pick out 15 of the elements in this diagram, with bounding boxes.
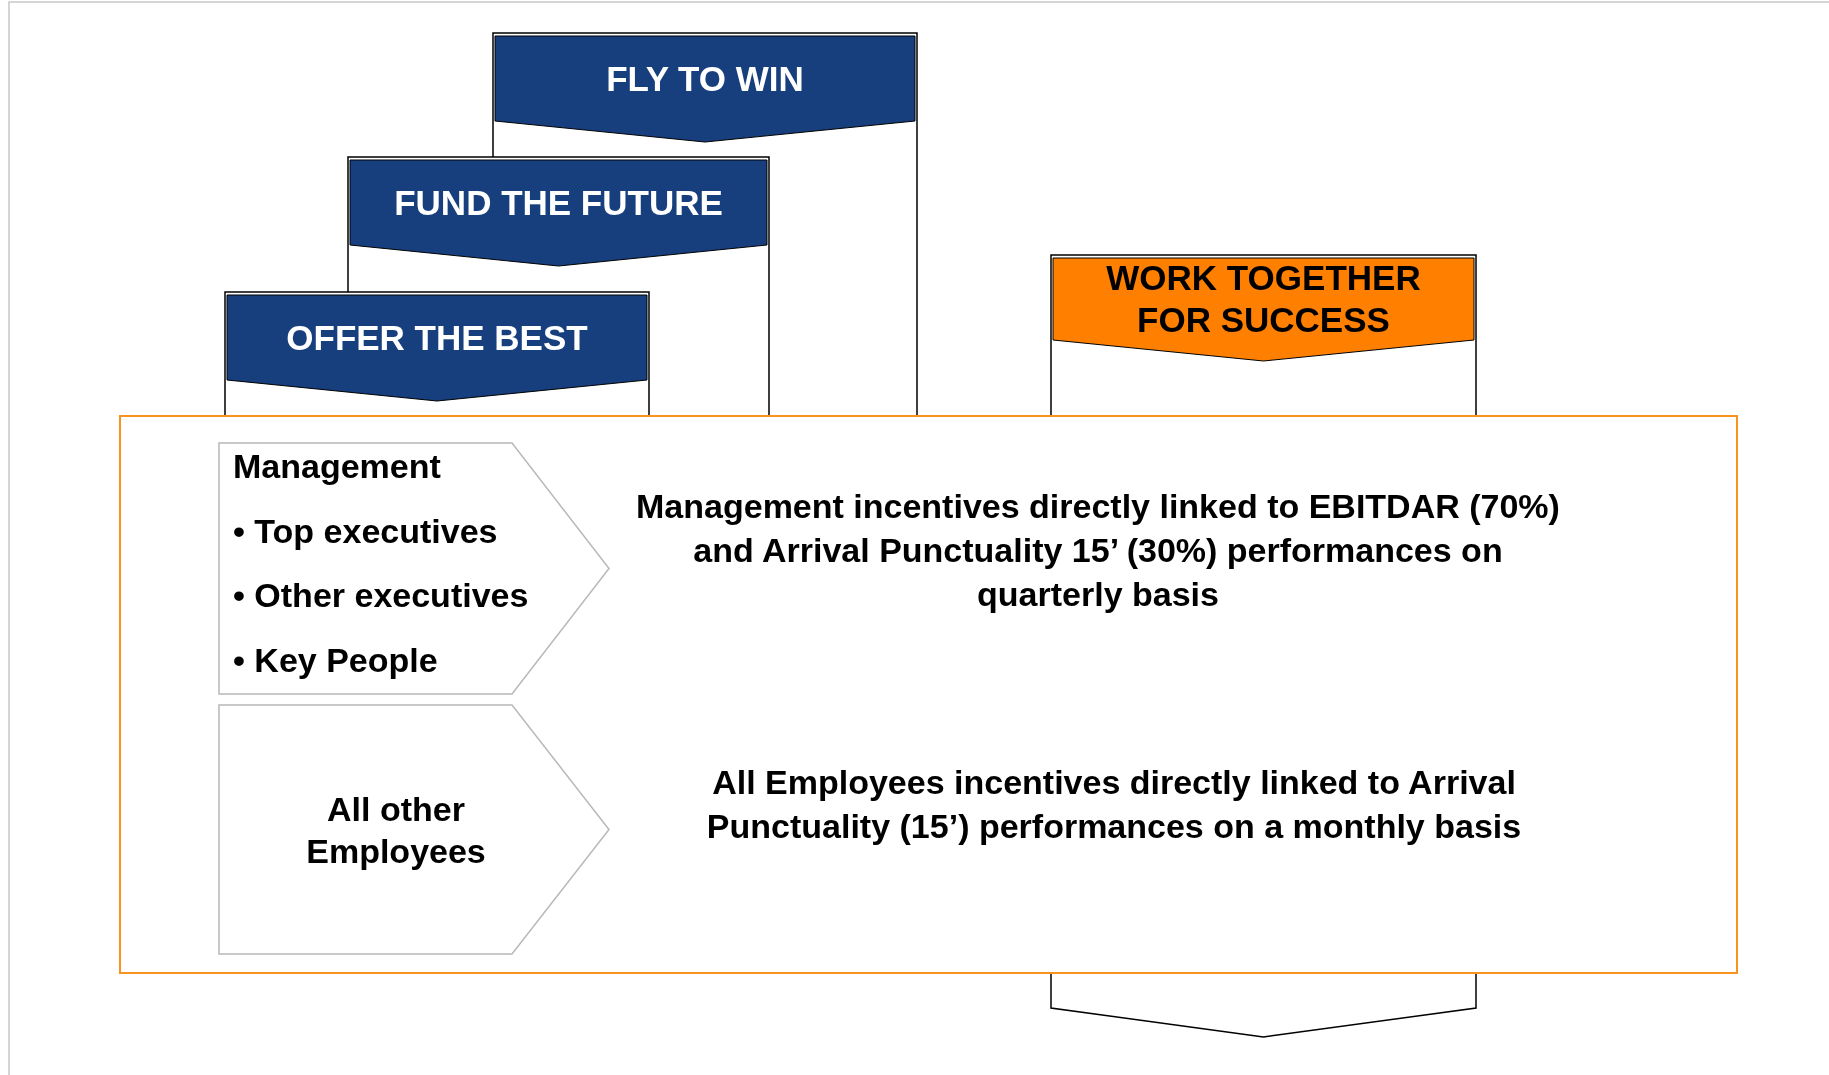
banner-title: FLY TO WIN xyxy=(605,57,805,100)
group-heading: All other Employees xyxy=(305,788,487,872)
chevron-shape xyxy=(219,705,609,954)
banner-column xyxy=(225,292,649,415)
chevron-shape xyxy=(219,443,609,694)
banner-title: WORK TOGETHER FOR SUCCESS xyxy=(1105,258,1422,340)
incentive-description: All Employees incentives directly linked to Arrival Punctuality (15’) performances on a monthly basis xyxy=(705,762,1523,847)
banner-title: FUND THE FUTURE xyxy=(393,181,724,224)
list-item: • Key People xyxy=(233,640,438,680)
incentive-description: Management incentives directly linked to EBITDAR (70%) and Arrival Punctuality 15’ (30%) performances on quarterly basis xyxy=(635,486,1561,615)
list-item: • Other executives xyxy=(233,576,529,615)
incentive-panel xyxy=(119,415,1738,974)
group-heading: Management xyxy=(233,447,441,486)
list-item: • Top executives xyxy=(233,511,498,551)
banner-title: OFFER THE BEST xyxy=(285,316,589,359)
